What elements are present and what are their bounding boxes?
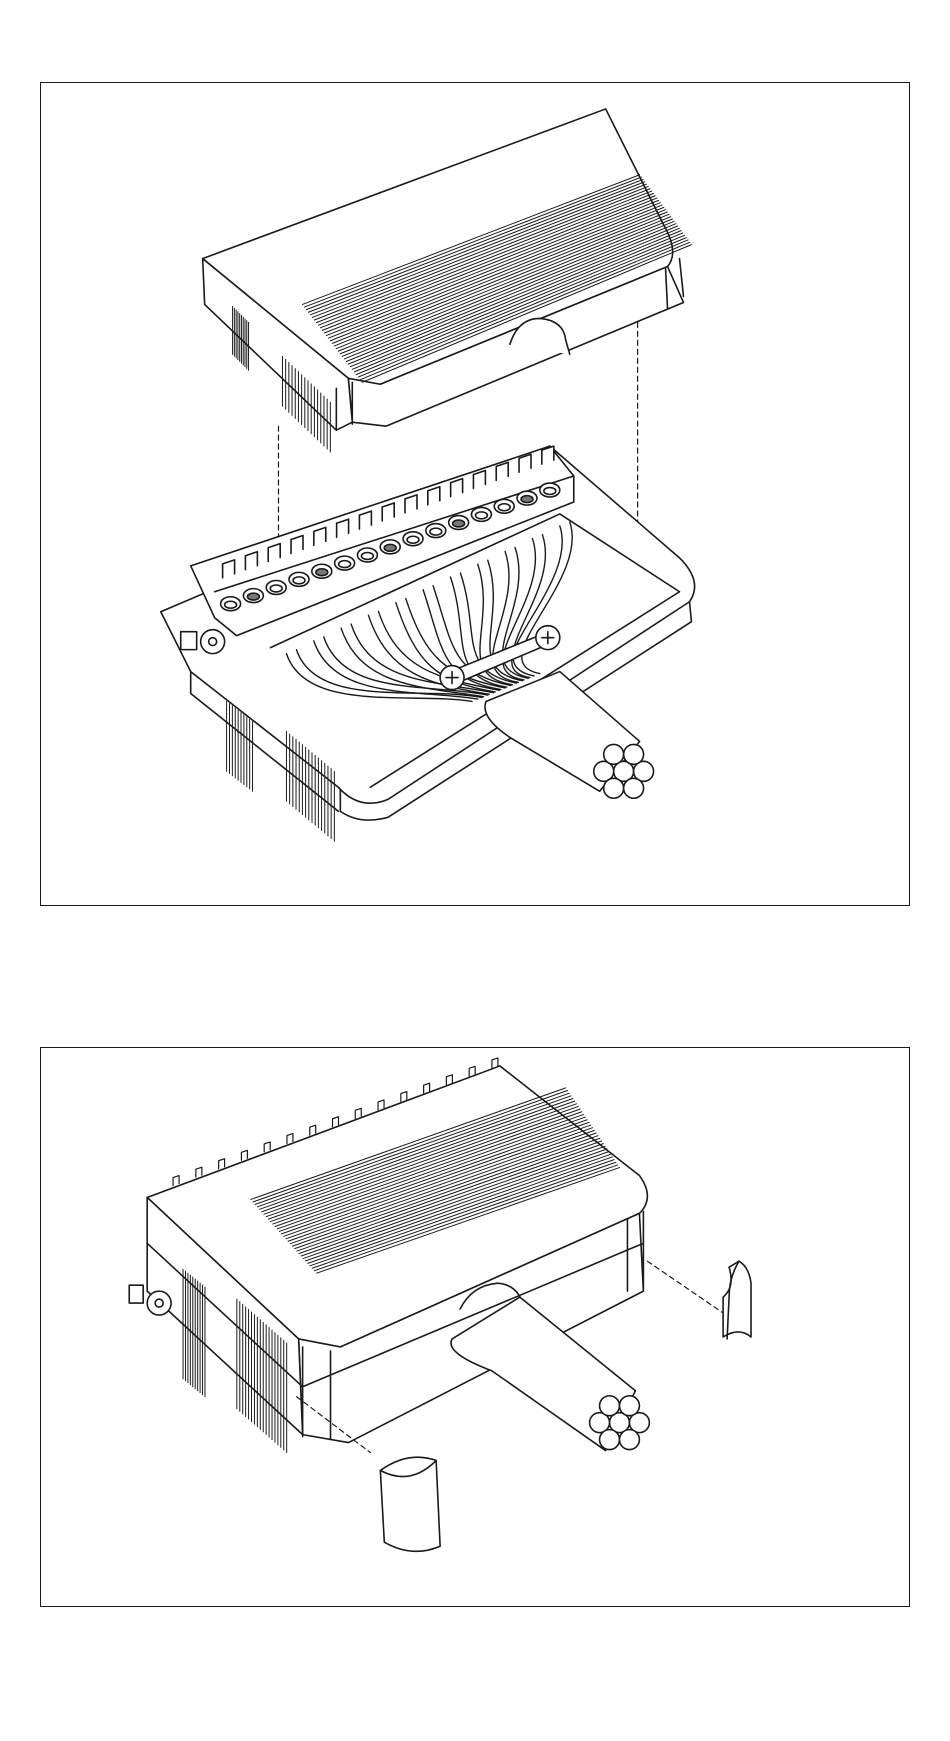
terminal-pin xyxy=(196,1167,202,1177)
panel-assembled-view xyxy=(40,1047,910,1607)
strand-end xyxy=(600,1396,620,1416)
panel-exploded-view xyxy=(40,82,910,906)
terminal-pin xyxy=(424,1083,430,1093)
strand-end xyxy=(619,1396,639,1416)
strand-end xyxy=(600,1430,620,1450)
strand-end xyxy=(624,778,644,798)
end-cap-left xyxy=(380,1457,440,1551)
terminal-screw-head xyxy=(339,561,351,568)
assembled-lock-switch xyxy=(129,1285,143,1303)
terminal-screw-head xyxy=(475,512,487,519)
terminal-screw-head xyxy=(293,577,305,584)
terminal-screw-head xyxy=(498,504,510,511)
exploded-view-drawing xyxy=(41,83,909,905)
terminal-pin xyxy=(310,1125,316,1135)
terminal-pin xyxy=(355,1108,361,1118)
terminal-screw-head xyxy=(247,593,259,600)
terminal-screw-head xyxy=(270,585,282,592)
terminal-pin xyxy=(401,1092,407,1102)
strand-end xyxy=(604,744,624,764)
strand-end xyxy=(624,744,644,764)
assembled-mounting-lug xyxy=(147,1291,171,1315)
terminal-pin xyxy=(173,1176,179,1186)
terminal-pin xyxy=(378,1100,384,1110)
strand-end xyxy=(604,778,624,798)
terminal-screw-head xyxy=(384,544,396,551)
housing-cover xyxy=(203,109,692,452)
terminal-screw-head xyxy=(225,601,237,608)
terminal-screw-head xyxy=(453,520,465,527)
terminal-screw-head xyxy=(521,496,533,503)
terminal-pin xyxy=(241,1150,247,1160)
end-cap-right xyxy=(723,1261,751,1339)
terminal-screw-head xyxy=(361,553,373,560)
terminal-screw-head xyxy=(316,569,328,576)
guide-cap-right xyxy=(647,1261,729,1317)
terminal-pin xyxy=(333,1117,339,1127)
strand-end xyxy=(619,1430,639,1450)
terminal-screw-head xyxy=(430,528,442,535)
assembled-view-drawing xyxy=(41,1048,909,1606)
terminal-pin xyxy=(219,1159,225,1169)
terminal-pin xyxy=(264,1142,270,1152)
end-cap-left-shape xyxy=(380,1457,440,1551)
terminal-pin xyxy=(287,1134,293,1144)
terminal-screw-head xyxy=(407,536,419,543)
terminal-screw-head xyxy=(544,488,556,495)
